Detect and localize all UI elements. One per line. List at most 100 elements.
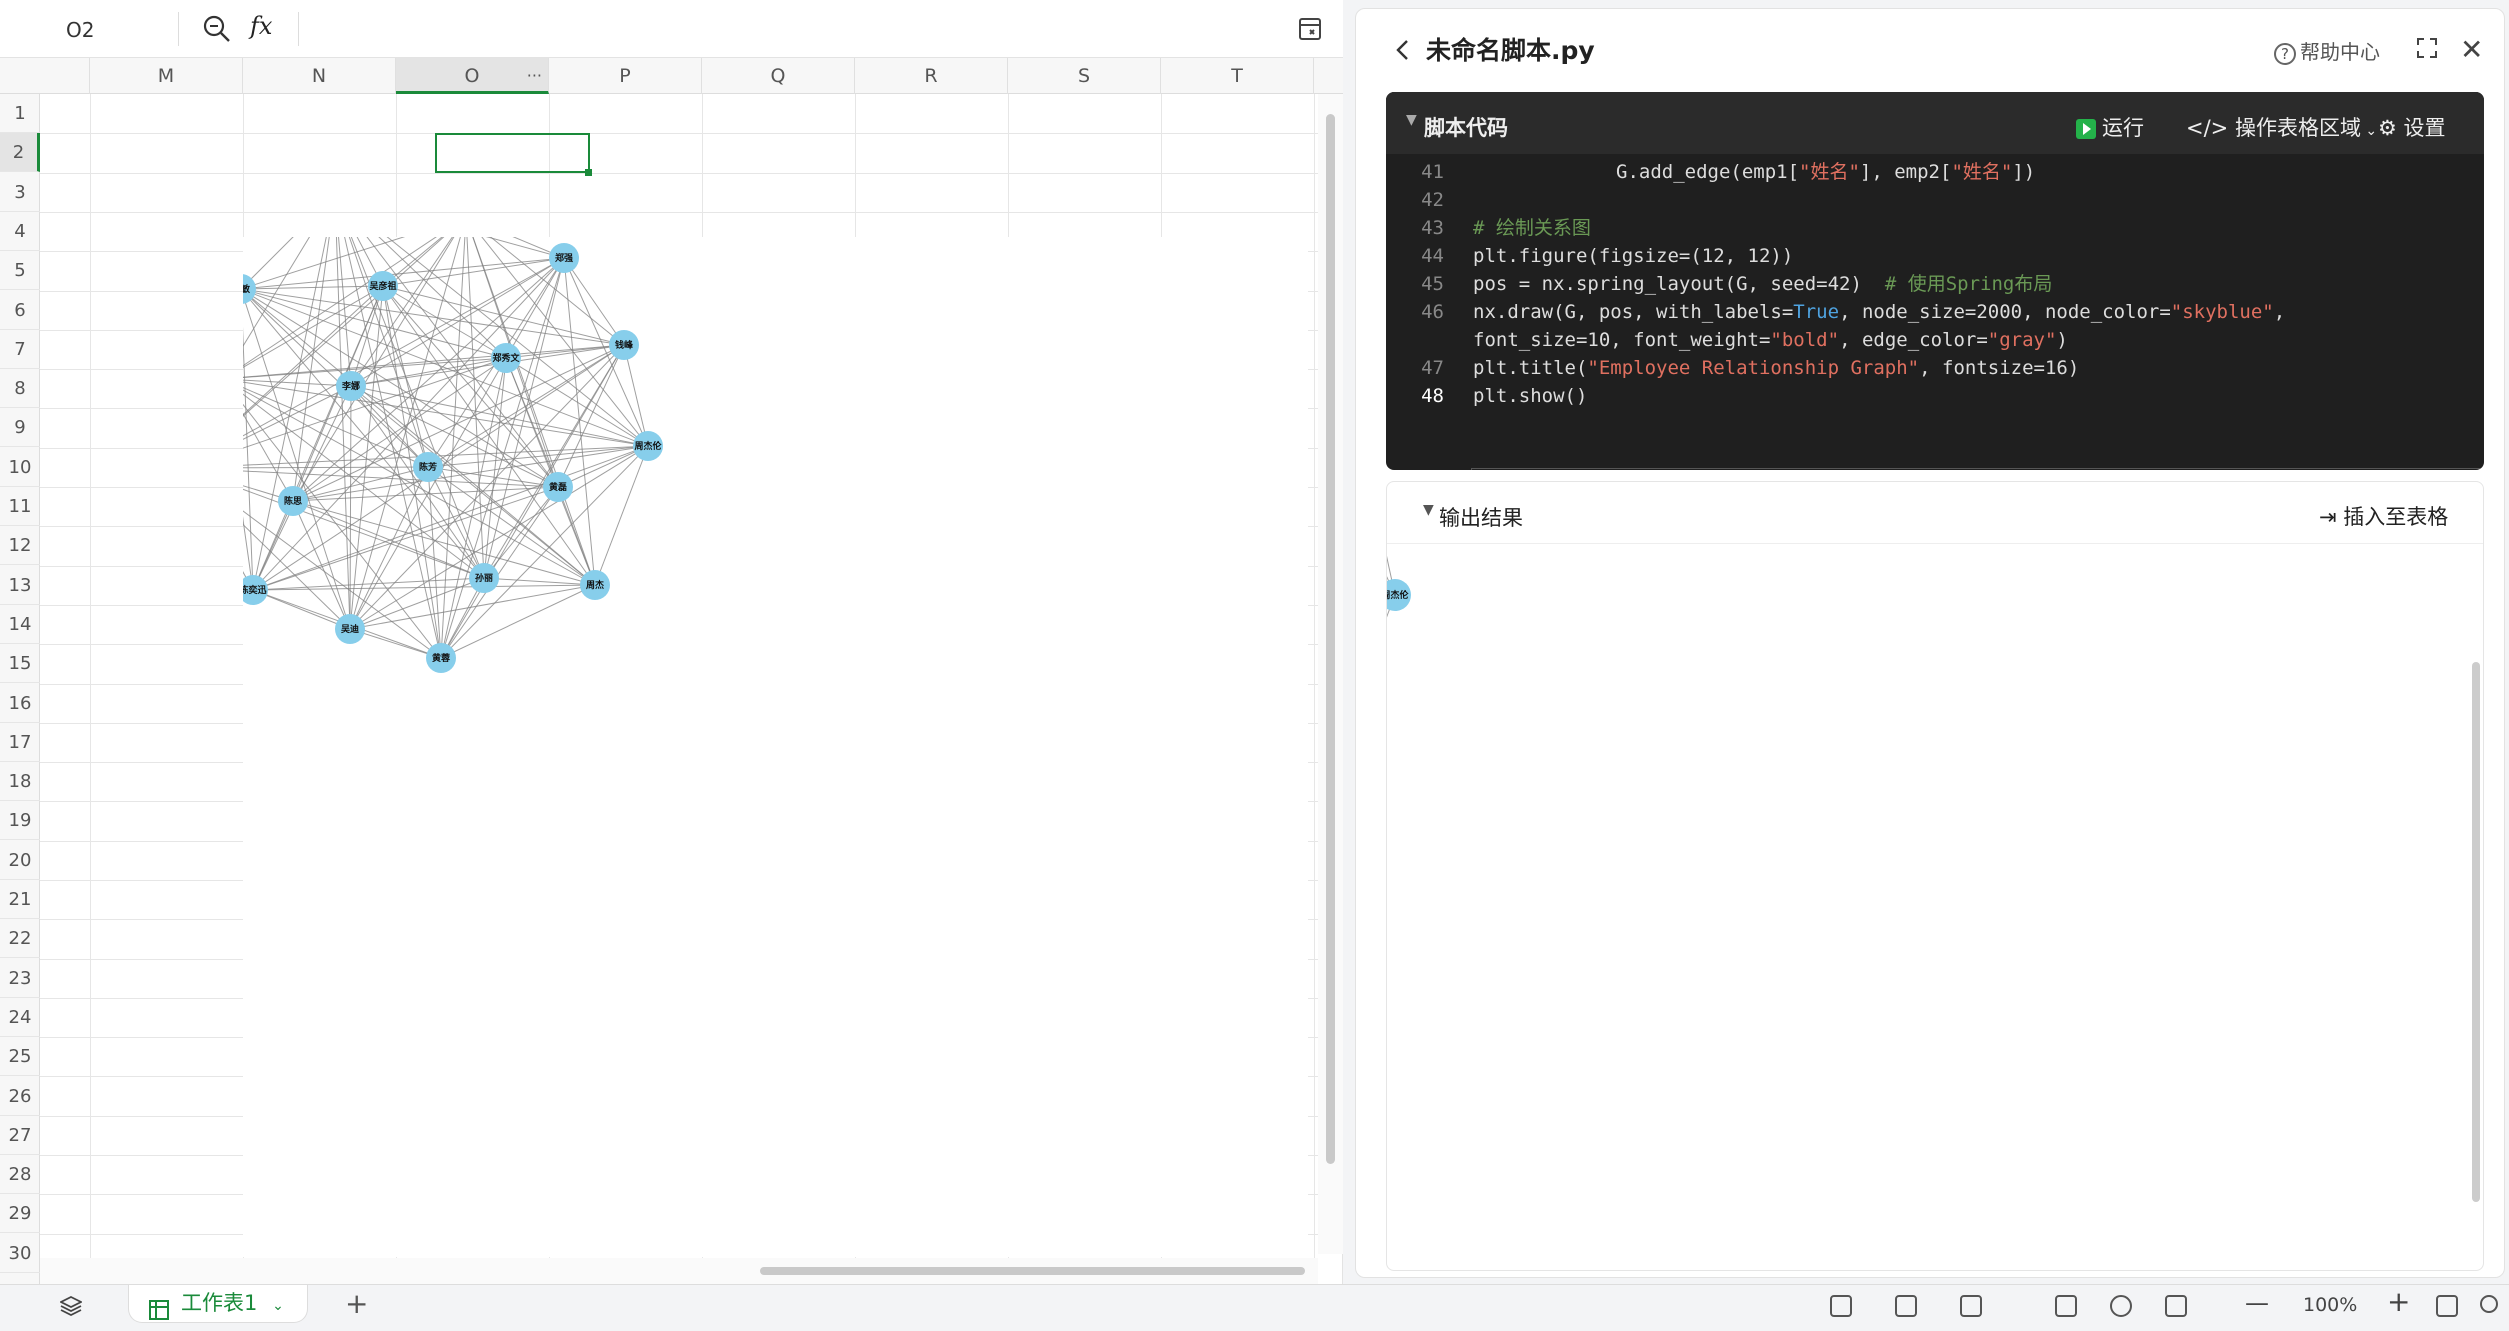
graph-node-circle bbox=[633, 431, 663, 461]
sheet-tab[interactable]: 工作表1 ⌄ bbox=[128, 1285, 308, 1323]
scroll-thumb[interactable] bbox=[1326, 114, 1335, 1164]
row-header-12[interactable]: 12 bbox=[0, 526, 40, 566]
selected-cell[interactable] bbox=[435, 133, 590, 173]
column-header-q[interactable]: Q bbox=[702, 58, 855, 94]
graph-node-label: 周杰 bbox=[586, 579, 604, 591]
help-center-link[interactable]: ?帮助中心 bbox=[2274, 36, 2380, 65]
assistant-icon[interactable] bbox=[2480, 1295, 2498, 1313]
row-header-7[interactable]: 7 bbox=[0, 330, 40, 369]
collapse-caret-icon[interactable]: ▼ bbox=[1423, 502, 1434, 518]
output-scrollbar[interactable] bbox=[2472, 662, 2480, 1202]
check-icon[interactable] bbox=[1895, 1295, 1917, 1317]
page-view-icon[interactable] bbox=[1830, 1295, 1852, 1317]
row-header-6[interactable]: 6 bbox=[0, 291, 40, 330]
layers-icon[interactable] bbox=[58, 1295, 84, 1321]
insert-to-sheet-button[interactable]: ⇥ 插入至表格 bbox=[2319, 501, 2448, 531]
row-header-4[interactable]: 4 bbox=[0, 212, 40, 251]
fit-screen-icon[interactable] bbox=[2436, 1295, 2458, 1317]
fill-handle[interactable] bbox=[585, 169, 592, 176]
row-header-13[interactable]: 13 bbox=[0, 566, 40, 605]
row-header-21[interactable]: 21 bbox=[0, 880, 40, 919]
zoom-search-icon[interactable] bbox=[202, 14, 232, 48]
output-section-title[interactable]: 输出结果 bbox=[1439, 506, 1523, 530]
row-header-28[interactable]: 28 bbox=[0, 1155, 40, 1195]
row-header-9[interactable]: 9 bbox=[0, 408, 40, 448]
row-header-1[interactable]: 1 bbox=[0, 94, 40, 133]
freeze-icon[interactable] bbox=[2165, 1295, 2187, 1317]
vertical-scrollbar[interactable] bbox=[1318, 94, 1343, 1254]
graph-edge bbox=[349, 445, 649, 630]
collapse-caret-icon[interactable]: ▼ bbox=[1406, 112, 1417, 128]
row-header-20[interactable]: 20 bbox=[0, 841, 40, 880]
add-sheet-button[interactable]: + bbox=[345, 1287, 369, 1320]
graph-edge bbox=[184, 466, 429, 469]
code-line[interactable]: font_size=10, font_weight="bold", edge_c… bbox=[1386, 326, 2484, 354]
run-button[interactable]: 运行 bbox=[2076, 112, 2144, 142]
row-header-10[interactable]: 10 bbox=[0, 448, 40, 487]
code-section-title[interactable]: 脚本代码 bbox=[1424, 116, 1508, 140]
close-icon[interactable]: ✕ bbox=[2460, 33, 2484, 66]
settings-button[interactable]: ⚙ 设置 bbox=[2378, 112, 2446, 142]
column-header-r[interactable]: R bbox=[855, 58, 1008, 94]
scroll-thumb[interactable] bbox=[760, 1267, 1305, 1275]
zoom-level[interactable]: 100% bbox=[2303, 1294, 2358, 1316]
row-header-8[interactable]: 8 bbox=[0, 369, 40, 409]
graph-edge bbox=[427, 466, 485, 579]
fullscreen-icon[interactable] bbox=[2416, 37, 2438, 63]
horizontal-scrollbar[interactable] bbox=[40, 1258, 1318, 1284]
row-header-2[interactable]: 2 bbox=[0, 133, 40, 173]
cell-reference-box[interactable]: O2 bbox=[66, 18, 95, 42]
column-header[interactable] bbox=[40, 58, 90, 94]
table-range-button[interactable]: </> 操作表格区域 ⌄ bbox=[2186, 112, 2377, 142]
row-header-22[interactable]: 22 bbox=[0, 919, 40, 959]
row-header-25[interactable]: 25 bbox=[0, 1037, 40, 1077]
graph-edge bbox=[557, 445, 649, 488]
row-header-14[interactable]: 14 bbox=[0, 605, 40, 644]
cell-grid[interactable]: 郑晓孙伟郑强赵敏吴彦祖钱峰郑秀文王刚李娜周杰伦吴刚陈芳黄磊陈思孙丽周杰陈奕迅吴迪… bbox=[40, 94, 1318, 1277]
eye-icon[interactable] bbox=[2110, 1295, 2132, 1317]
row-header-27[interactable]: 27 bbox=[0, 1116, 40, 1155]
back-chevron-icon[interactable] bbox=[1394, 39, 1412, 65]
row-header-15[interactable]: 15 bbox=[0, 644, 40, 684]
zoom-in-button[interactable]: + bbox=[2387, 1285, 2411, 1318]
row-header-3[interactable]: 3 bbox=[0, 173, 40, 212]
chevron-down-icon[interactable]: ⌄ bbox=[272, 1298, 284, 1314]
code-line[interactable]: 42 bbox=[1386, 186, 2484, 214]
column-header-m[interactable]: M bbox=[90, 58, 243, 94]
graph-node-label: 孙丽 bbox=[475, 572, 493, 584]
column-header-t[interactable]: T bbox=[1161, 58, 1314, 94]
row-header-16[interactable]: 16 bbox=[0, 684, 40, 723]
code-line[interactable]: 43# 绘制关系图 bbox=[1386, 214, 2484, 242]
row-header-5[interactable]: 5 bbox=[0, 251, 40, 291]
function-fx-icon[interactable]: fx bbox=[250, 12, 273, 40]
row-header-11[interactable]: 11 bbox=[0, 487, 40, 526]
output-graph-image[interactable]: 郑晓孙伟郑强赵敏吴彦祖钱峰郑秀文王刚李娜周杰伦吴刚陈芳黄磊陈思孙丽周杰陈奕迅吴迪… bbox=[1387, 544, 2483, 1244]
shape-icon[interactable] bbox=[1960, 1295, 1982, 1317]
row-header-29[interactable]: 29 bbox=[0, 1194, 40, 1234]
row-header-24[interactable]: 24 bbox=[0, 998, 40, 1037]
row-header-30[interactable]: 30 bbox=[0, 1234, 40, 1273]
expand-formula-icon[interactable] bbox=[1298, 17, 1322, 45]
column-header-p[interactable]: P bbox=[549, 58, 702, 94]
table-icon[interactable] bbox=[2055, 1295, 2077, 1317]
zoom-out-button[interactable]: — bbox=[2245, 1289, 2269, 1317]
column-menu-icon[interactable]: ··· bbox=[526, 66, 542, 85]
embedded-graph-image[interactable]: 郑晓孙伟郑强赵敏吴彦祖钱峰郑秀文王刚李娜周杰伦吴刚陈芳黄磊陈思孙丽周杰陈奕迅吴迪… bbox=[170, 180, 1308, 1257]
graph-edge bbox=[465, 216, 625, 346]
row-header-18[interactable]: 18 bbox=[0, 762, 40, 802]
column-header-s[interactable]: S bbox=[1008, 58, 1161, 94]
row-header-19[interactable]: 19 bbox=[0, 801, 40, 841]
column-header-n[interactable]: N bbox=[243, 58, 396, 94]
row-header-23[interactable]: 23 bbox=[0, 959, 40, 998]
row-header-17[interactable]: 17 bbox=[0, 723, 40, 762]
column-header-o[interactable]: O··· bbox=[396, 58, 549, 94]
row-header-26[interactable]: 26 bbox=[0, 1077, 40, 1116]
